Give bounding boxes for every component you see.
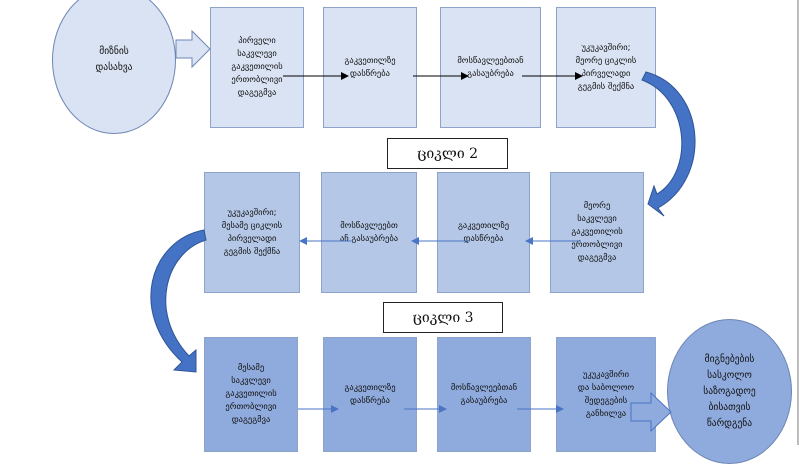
page-edge <box>797 0 799 445</box>
curved-arrow-right <box>641 71 696 217</box>
flow-arrows <box>150 29 696 433</box>
row2-step1: მეორე საკვლევი გაკვეთილის ერთობლივი დაგე… <box>550 172 644 293</box>
cycle-3-text: ციკლი 3 <box>412 309 474 326</box>
row2-step2: გაკვეთილზე დასწრება <box>437 172 530 293</box>
row3-step4: უკუკავშირი და საბოლოო შედეგების განხილვა <box>556 337 656 452</box>
row2-step3: მოსწავლეებთ ან გასაუბრება <box>321 172 417 293</box>
row3-step1-label: მესამე საკვლევი გაკვეთილის ერთობლივი დაგ… <box>225 363 277 425</box>
row2-step4-label: უკუკავშირი; მესამე ციკლის პირველადი გეგმ… <box>221 207 283 257</box>
cycle-3-label: ციკლი 3 <box>383 302 503 333</box>
block-arrow-start <box>175 29 211 69</box>
row3-step2-label: გაკვეთილზე დასწრება <box>344 382 396 406</box>
end-node: მიგნებების სასკოლო საზოგადოე ბისათვის წა… <box>667 319 792 464</box>
row1-step4-label: უკუკავშირი; მეორე ციკლის პირველადი გეგმი… <box>575 42 637 92</box>
start-label: მიზნის დასახვა <box>95 46 133 73</box>
row3-step2: გაკვეთილზე დასწრება <box>323 337 417 452</box>
row2-step2-label: გაკვეთილზე დასწრება <box>457 220 510 244</box>
row1-step3: მოსწავლეებთან გასაუბრება <box>440 7 541 128</box>
start-node: მიზნის დასახვა <box>52 0 176 134</box>
row1-step2: გაკვეთილზე დასწრება <box>323 7 417 128</box>
row1-step4: უკუკავშირი; მეორე ციკლის პირველადი გეგმი… <box>556 7 656 128</box>
row3-step3-label: მოსწავლეებთან გასაუბრება <box>450 382 518 406</box>
block-arrow-end <box>630 391 672 433</box>
end-label: მიგნებების სასკოლო საზოგადოე ბისათვის წა… <box>703 353 756 429</box>
row1-step1: პირველი საკვლევი გაკვეთილის ერთობლივი და… <box>210 7 304 128</box>
row2-step4: უკუკავშირი; მესამე ციკლის პირველადი გეგმ… <box>204 172 300 293</box>
row3-step1: მესამე საკვლევი გაკვეთილის ერთობლივი დაგ… <box>204 337 298 452</box>
row3-step4-label: უკუკავშირი და საბოლოო შედეგების განხილვა <box>577 369 635 419</box>
row1-step2-label: გაკვეთილზე დასწრება <box>344 55 396 79</box>
row1-step3-label: მოსწავლეებთან გასაუბრება <box>457 55 524 79</box>
row2-step1-label: მეორე საკვლევი გაკვეთილის ერთობლივი დაგე… <box>571 201 623 263</box>
row2-step3-label: მოსწავლეებთ ან გასაუბრება <box>339 220 399 244</box>
curved-arrow-left <box>150 229 207 373</box>
cycle-2-text: ციკლი 2 <box>416 145 479 162</box>
row1-step1-label: პირველი საკვლევი გაკვეთილის ერთობლივი და… <box>231 36 283 98</box>
cycle-2-label: ციკლი 2 <box>387 138 508 169</box>
